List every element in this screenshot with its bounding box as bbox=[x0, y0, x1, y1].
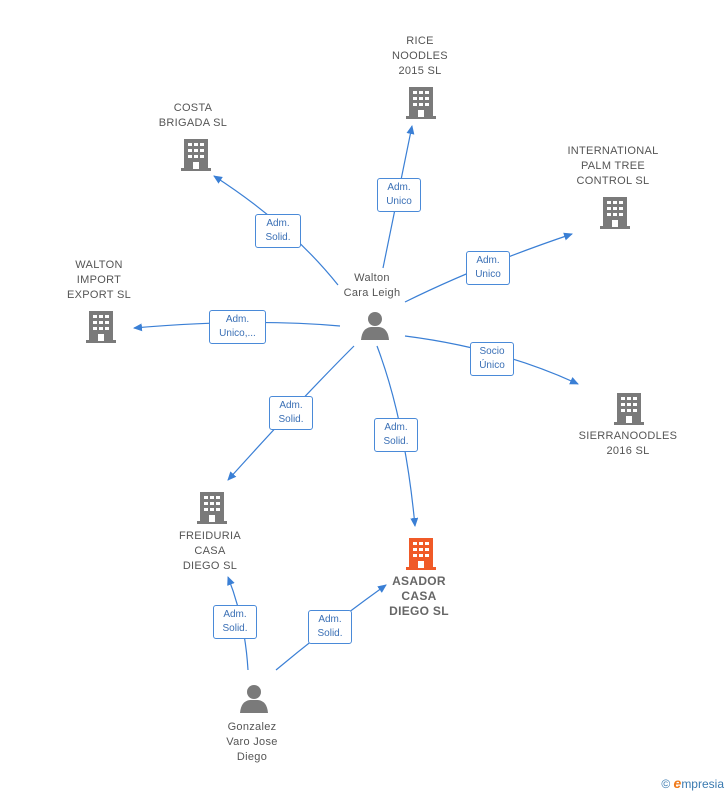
edge-label-gonzalez-freiduria[interactable]: Adm. Solid. bbox=[213, 605, 257, 639]
company-label-asador: ASADOR CASA DIEGO SL bbox=[389, 574, 449, 618]
building-icon[interactable] bbox=[179, 136, 213, 172]
building-icon[interactable] bbox=[404, 84, 438, 120]
edge-label-walton-import[interactable]: Adm. Unico,... bbox=[209, 310, 266, 344]
copyright-symbol: © bbox=[661, 777, 671, 791]
company-label-walton-import-export: WALTON IMPORT EXPORT SL bbox=[66, 259, 132, 301]
edge-label-walton-asador[interactable]: Adm. Solid. bbox=[374, 418, 418, 452]
person-icon[interactable] bbox=[359, 310, 391, 342]
edge-label-walton-intl[interactable]: Adm. Unico bbox=[466, 251, 510, 285]
building-icon[interactable] bbox=[195, 489, 229, 525]
building-icon[interactable] bbox=[598, 194, 632, 230]
edge-label-walton-rice[interactable]: Adm. Unico bbox=[377, 178, 421, 212]
brand-name: mpresia bbox=[681, 777, 724, 791]
person-label-gonzalez: Gonzalez Varo Jose Diego bbox=[226, 721, 278, 763]
edge-label-walton-costa[interactable]: Adm. Solid. bbox=[255, 214, 301, 248]
building-highlight-icon[interactable] bbox=[404, 535, 438, 571]
company-label-sierranoodles: SIERRANOODLES 2016 SL bbox=[578, 430, 678, 457]
company-label-international-palm-tree: INTERNATIONAL PALM TREE CONTROL SL bbox=[567, 145, 659, 187]
brand-mark: © empresia bbox=[661, 775, 724, 791]
company-label-freiduria: FREIDURIA CASA DIEGO SL bbox=[179, 530, 241, 572]
person-label-walton: Walton Cara Leigh bbox=[343, 272, 401, 299]
edge-label-gonzalez-asador[interactable]: Adm. Solid. bbox=[308, 610, 352, 644]
edge-label-walton-freiduria[interactable]: Adm. Solid. bbox=[269, 396, 313, 430]
building-icon[interactable] bbox=[84, 308, 118, 344]
person-icon[interactable] bbox=[238, 683, 270, 715]
building-icon[interactable] bbox=[612, 390, 646, 426]
company-label-rice-noodles: RICE NOODLES 2015 SL bbox=[392, 35, 448, 77]
company-label-costa-brigada: COSTA BRIGADA SL bbox=[158, 102, 228, 129]
edge-label-walton-sierra[interactable]: Socio Único bbox=[470, 342, 514, 376]
brand-initial: e bbox=[673, 775, 682, 791]
